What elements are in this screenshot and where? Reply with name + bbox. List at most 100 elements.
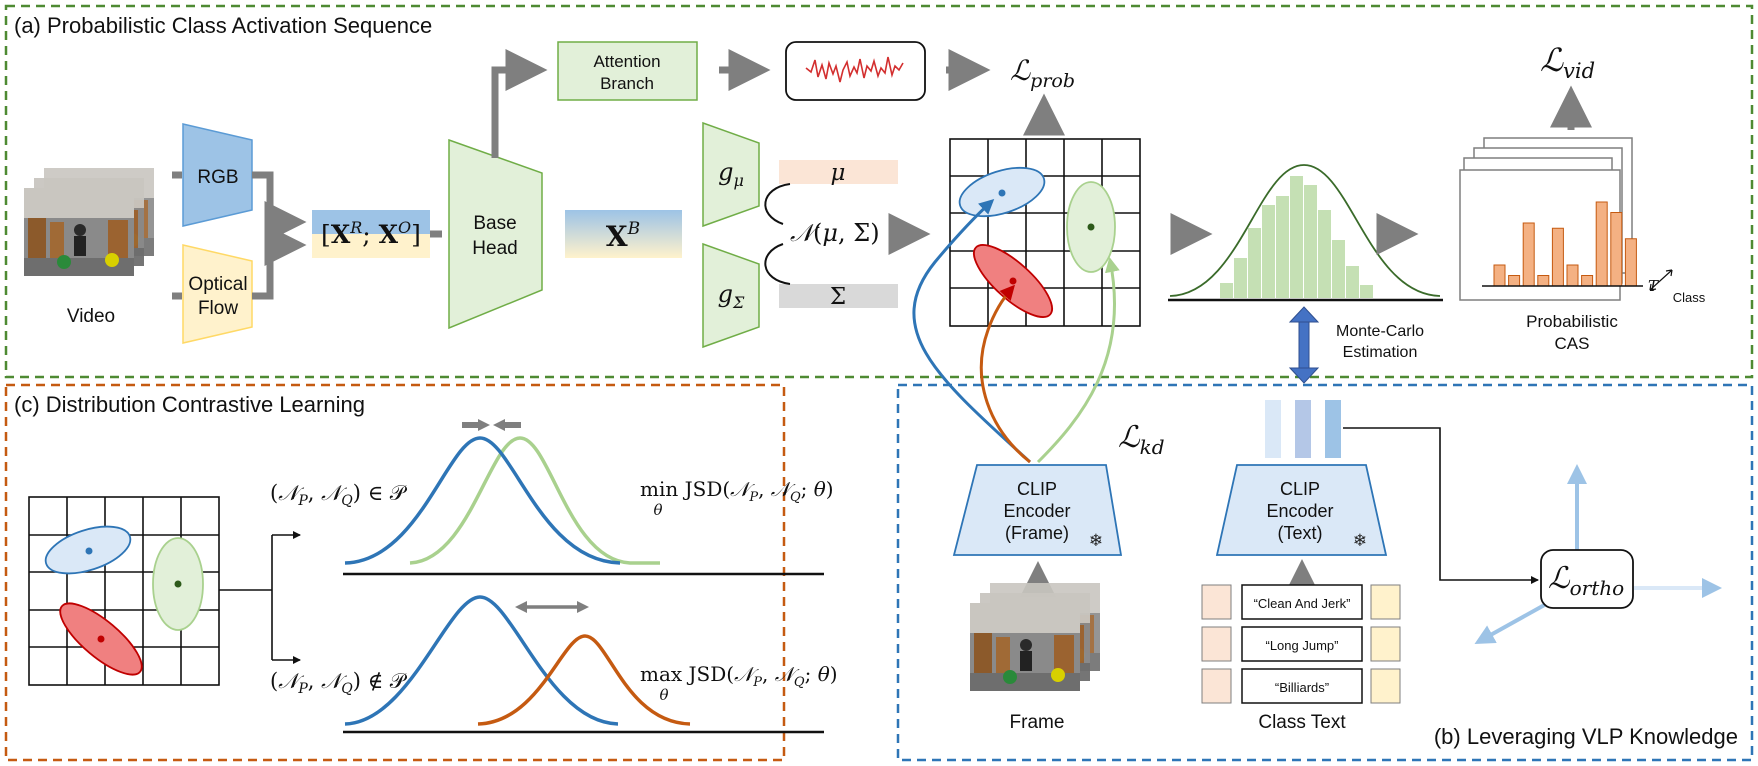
panel-b-title: (b) Leveraging VLP Knowledge bbox=[1434, 724, 1738, 749]
flow-label-2: Flow bbox=[198, 298, 238, 319]
concat-feature-bottom bbox=[312, 234, 430, 258]
clip-text-label-1: CLIP bbox=[1280, 479, 1320, 499]
cas-label-2: CAS bbox=[1555, 334, 1590, 353]
arrow-text-ortho bbox=[1343, 427, 1539, 584]
base-head-label-2: Head bbox=[472, 238, 517, 259]
attention-label-1: Attention bbox=[593, 52, 660, 71]
panel-c-title: (c) Distribution Contrastive Learning bbox=[14, 392, 365, 417]
cas-label-1: Probabilistic bbox=[1526, 312, 1618, 331]
g-sigma-branch bbox=[702, 242, 760, 349]
prompt-long-jump: “Long Jump” bbox=[1266, 638, 1339, 653]
sigma-label: Σ bbox=[830, 284, 846, 310]
monte-carlo-double-arrow bbox=[1288, 306, 1320, 384]
prompt-billiards: “Billiards” bbox=[1275, 680, 1329, 695]
monte-carlo-label-1: Monte-Carlo bbox=[1336, 323, 1424, 340]
cas-bars bbox=[1493, 201, 1637, 287]
clip-frame-label-1: CLIP bbox=[1017, 479, 1057, 499]
learnable-prefix-tokens bbox=[1201, 584, 1232, 704]
cas-bar bbox=[1537, 275, 1550, 287]
positive-pair-label: (𝒩P, 𝒩Q) ∈ 𝒫 bbox=[270, 481, 408, 509]
l-prob-label: ℒprob bbox=[1010, 54, 1075, 92]
clip-text-encoder bbox=[1215, 464, 1388, 556]
flow-encoder bbox=[182, 244, 253, 344]
green-gaussian-top bbox=[409, 436, 660, 565]
brace-sigma bbox=[764, 243, 791, 285]
prompt-clean-and-jerk: “Clean And Jerk” bbox=[1254, 596, 1351, 611]
monte-carlo-label-2: Estimation bbox=[1343, 344, 1418, 361]
l-kd-label: ℒkd bbox=[1118, 420, 1165, 459]
clip-text-label-2: Encoder bbox=[1266, 501, 1333, 521]
panel-a-title: (a) Probabilistic Class Activation Seque… bbox=[14, 13, 432, 38]
repel-arrowhead-left bbox=[515, 601, 527, 613]
ortho-axis-diag bbox=[1474, 601, 1549, 644]
base-head-label-1: Base bbox=[473, 213, 516, 234]
red-mean-c bbox=[97, 635, 105, 643]
snowflake-text-icon: ❄ bbox=[1353, 531, 1367, 551]
max-theta: θ bbox=[659, 686, 668, 704]
concat-feature-top bbox=[312, 210, 430, 234]
concat-feature-label: [XR; XO] bbox=[321, 218, 421, 249]
red-gaussian-bottom bbox=[477, 634, 691, 726]
arrow-head-attention bbox=[491, 49, 548, 158]
clip-frame-encoder bbox=[952, 464, 1123, 556]
mu-vector bbox=[779, 160, 898, 184]
prompt-boxes bbox=[1241, 584, 1363, 704]
cas-bar bbox=[1624, 238, 1637, 287]
cas-bar bbox=[1595, 201, 1608, 287]
g-mu-branch bbox=[702, 121, 760, 228]
red-mean-a bbox=[1009, 277, 1017, 285]
cas-bar bbox=[1566, 264, 1579, 287]
cas-class-label: Class bbox=[1673, 290, 1706, 305]
arrow-rgb-concat bbox=[252, 171, 307, 243]
cas-bar bbox=[1493, 264, 1506, 287]
cas-class-arrowheads bbox=[1649, 269, 1673, 291]
arrow-flow-concat bbox=[252, 224, 307, 300]
green-mean-a bbox=[1087, 223, 1095, 231]
flow-label-1: Optical bbox=[188, 274, 247, 295]
cas-bar bbox=[1551, 227, 1564, 287]
blue-mean-c bbox=[85, 547, 93, 555]
repel-arrowhead-right bbox=[577, 601, 589, 613]
normal-distribution-label: 𝒩(μ, Σ) bbox=[790, 219, 880, 247]
histogram-gaussian-curve bbox=[1169, 164, 1441, 297]
blue-gaussian-top bbox=[344, 436, 621, 565]
video-label: Video bbox=[67, 306, 115, 327]
rgb-label: RGB bbox=[197, 167, 238, 188]
clip-text-label-3: (Text) bbox=[1278, 523, 1323, 543]
l-ortho-box bbox=[1540, 549, 1634, 609]
attract-arrowhead-1 bbox=[478, 419, 490, 431]
frame-label: Frame bbox=[1010, 712, 1065, 733]
clip-frame-label-3: (Frame) bbox=[1005, 523, 1069, 543]
green-mean-c bbox=[174, 580, 182, 588]
sigma-vector bbox=[779, 284, 898, 308]
panel-b-border bbox=[896, 383, 1754, 762]
panel-c-border bbox=[4, 383, 786, 762]
brace-mu bbox=[764, 183, 791, 225]
l-vid-label: ℒvid bbox=[1540, 41, 1595, 83]
attention-label-2: Branch bbox=[600, 74, 654, 93]
rgb-encoder bbox=[182, 123, 253, 227]
class-text-label: Class Text bbox=[1258, 712, 1346, 733]
green-knowledge-curve bbox=[1036, 257, 1120, 464]
mu-label: μ bbox=[831, 160, 846, 186]
blue-mean-a bbox=[998, 189, 1006, 197]
cas-bar bbox=[1522, 222, 1535, 287]
xb-feature bbox=[565, 210, 682, 258]
text-embeddings bbox=[1265, 400, 1341, 458]
cas-t-label: T bbox=[1648, 277, 1659, 295]
snowflake-frame-icon: ❄ bbox=[1089, 531, 1103, 551]
cas-bar bbox=[1610, 212, 1623, 287]
cas-class-axis bbox=[1649, 269, 1673, 291]
cas-bar bbox=[1508, 275, 1521, 287]
negative-pair-label: (𝒩P, 𝒩Q) ∉ 𝒫 bbox=[270, 669, 408, 697]
attention-signal-wave bbox=[805, 56, 904, 83]
max-objective-label: max JSD(𝒩P, 𝒩Q; θ) bbox=[640, 662, 838, 690]
learnable-suffix-tokens bbox=[1370, 584, 1401, 704]
branch-connector bbox=[219, 535, 273, 660]
xb-label: XB bbox=[606, 219, 640, 253]
attention-branch bbox=[557, 41, 698, 101]
clip-frame-label-2: Encoder bbox=[1003, 501, 1070, 521]
attract-arrowhead-2 bbox=[493, 419, 505, 431]
blue-knowledge-curve bbox=[912, 198, 1032, 464]
